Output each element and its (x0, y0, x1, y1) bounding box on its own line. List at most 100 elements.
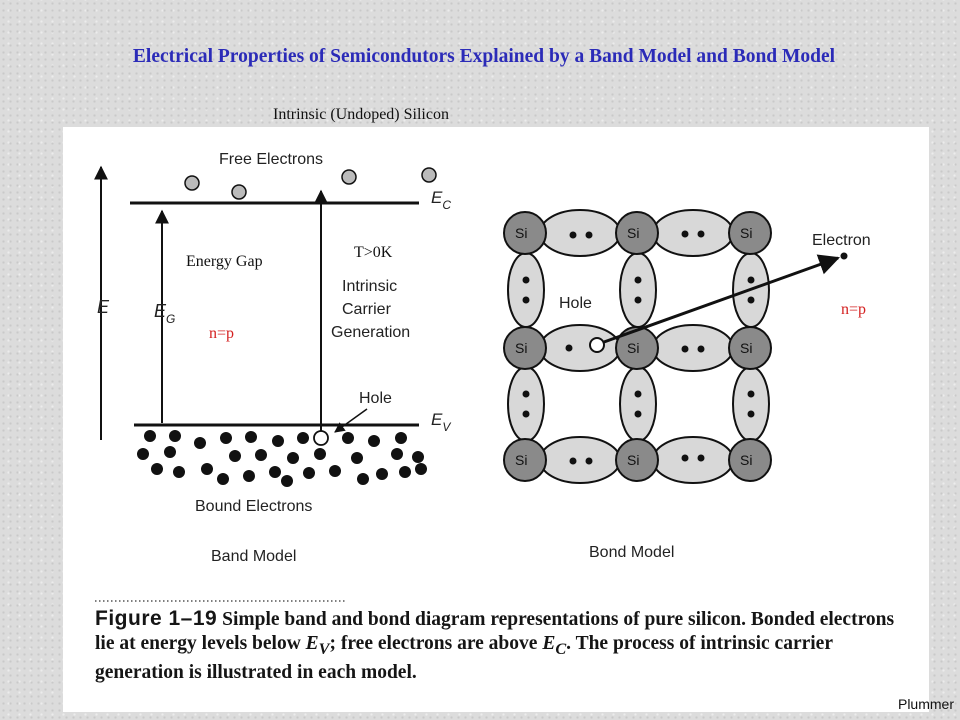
electron-escape-arrow (603, 254, 840, 344)
ev-label: EV (431, 410, 451, 434)
free-electron (421, 167, 437, 183)
credit-text: Plummer (897, 696, 954, 712)
bond-electron (747, 276, 755, 284)
bond-electron (634, 296, 642, 304)
band-n-equals-p: n=p (209, 325, 234, 342)
slide-title: Electrical Properties of Semicondutors E… (132, 46, 836, 67)
bond-electron (569, 231, 577, 239)
si-atom (503, 438, 547, 482)
horizontal-bonds (539, 209, 734, 484)
bound-electron (201, 463, 213, 475)
si-label: Si (740, 225, 752, 241)
bond-electron (565, 344, 573, 352)
bond-electron (522, 296, 530, 304)
bound-electron (395, 432, 407, 444)
bond-electron (697, 230, 705, 238)
bound-electron (412, 451, 424, 463)
bound-electron (229, 450, 241, 462)
si-atom (615, 438, 659, 482)
bond-electron (681, 454, 689, 462)
bound-electron (342, 432, 354, 444)
caption-ev: EV (305, 633, 330, 658)
bond-electron (585, 457, 593, 465)
free-electron (341, 169, 357, 185)
bond-electron (697, 345, 705, 353)
free-electron (184, 175, 200, 191)
caption-text-1: Simple band and bond diagram representat… (95, 609, 895, 654)
bond-electron (522, 390, 530, 398)
bond-n-equals-p: n=p (841, 301, 866, 318)
freed-electron (840, 252, 848, 260)
bound-electron (243, 470, 255, 482)
bound-electron (173, 466, 185, 478)
si-label: Si (515, 225, 527, 241)
bound-electrons (137, 430, 427, 487)
figure-number: Figure 1–19 (95, 607, 218, 630)
si-label: Si (740, 340, 752, 356)
bound-electron (255, 449, 267, 461)
energy-axis-label: E (97, 297, 110, 317)
si-label: Si (627, 340, 639, 356)
bond (652, 209, 734, 257)
si-label: Si (515, 340, 527, 356)
band-model: Free Electrons EC E EG Energy Gap T>0K n… (94, 151, 451, 565)
si-atoms (503, 211, 772, 482)
bound-electron (376, 468, 388, 480)
bound-electron (164, 446, 176, 458)
si-label: Si (627, 225, 639, 241)
bound-electron (194, 437, 206, 449)
si-atom (503, 211, 547, 255)
free-electron-circles (184, 167, 437, 200)
bond (619, 252, 657, 328)
si-atom (615, 211, 659, 255)
si-label: Si (627, 452, 639, 468)
si-atom (728, 326, 772, 370)
bond-hole-label: Hole (559, 295, 592, 312)
bound-electron (303, 467, 315, 479)
bound-electron (399, 466, 411, 478)
si-atom (615, 326, 659, 370)
bond-electron (634, 410, 642, 418)
eg-label: EG (154, 301, 175, 326)
si-label: Si (515, 452, 527, 468)
si-atom (503, 326, 547, 370)
free-electron (231, 184, 247, 200)
bound-electron (415, 463, 427, 475)
bound-electron (217, 473, 229, 485)
bond (539, 436, 621, 484)
bond (652, 324, 734, 372)
bond-model: Si Si Si Si Si Si Si Si Si (503, 209, 871, 561)
bond-hole (589, 337, 605, 353)
bound-electron (329, 465, 341, 477)
bond-electron (522, 410, 530, 418)
bound-electron (151, 463, 163, 475)
band-hole-label: Hole (359, 390, 392, 407)
band-hole (313, 430, 329, 446)
bond-electron (634, 276, 642, 284)
bound-electron (314, 448, 326, 460)
generation-line-3: Generation (331, 324, 410, 341)
bound-electron (351, 452, 363, 464)
bond-electron (634, 390, 642, 398)
bond-electron (697, 454, 705, 462)
bound-electron (272, 435, 284, 447)
bond-model-label: Bond Model (589, 544, 674, 561)
bond (732, 366, 770, 442)
bound-electron (368, 435, 380, 447)
figure-panel: Free Electrons EC E EG Energy Gap T>0K n… (63, 127, 929, 712)
figure-svg: Free Electrons EC E EG Energy Gap T>0K n… (94, 151, 871, 602)
bond-electron (522, 276, 530, 284)
bound-electron (137, 448, 149, 460)
temperature-label: T>0K (354, 244, 393, 261)
bond-electron (747, 410, 755, 418)
generation-line-2: Carrier (342, 301, 392, 318)
bond-electron (747, 296, 755, 304)
band-model-label: Band Model (211, 548, 296, 565)
caption-ec: EC (542, 633, 567, 658)
bond-electrons (522, 230, 755, 465)
bound-electron (144, 430, 156, 442)
ec-label: EC (431, 188, 451, 212)
bound-electron (287, 452, 299, 464)
bound-electron (281, 475, 293, 487)
bond (539, 324, 621, 372)
